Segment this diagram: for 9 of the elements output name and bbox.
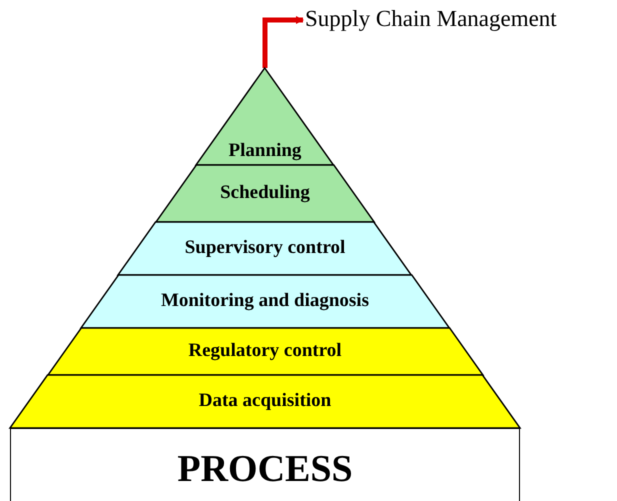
layer-label: Regulatory control <box>188 340 342 362</box>
layer-label: Monitoring and diagnosis <box>160 290 369 312</box>
layer-label: Scheduling <box>220 182 310 204</box>
annotation-text: Supply Chain Management <box>305 6 557 32</box>
arrow <box>262 16 304 68</box>
layer-label: Planning <box>228 140 302 162</box>
layer-label: Supervisory control <box>184 236 346 258</box>
layer-label: Data acquisition <box>198 390 332 412</box>
process-box: PROCESS <box>10 428 520 501</box>
